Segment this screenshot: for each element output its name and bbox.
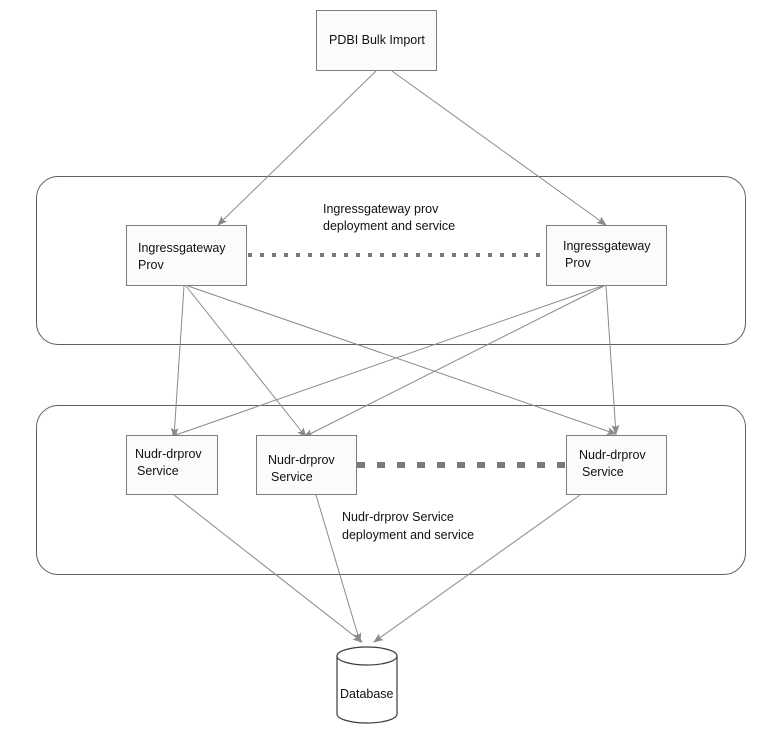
nudr-node-1-line2: Service [137, 464, 179, 478]
nudr-node-2-line2: Service [271, 470, 313, 484]
nudr-node-3-line2: Service [582, 465, 624, 479]
edge-bulk-to-ingress-1 [217, 70, 377, 226]
edge-ingress2-to-nudr1 [169, 285, 603, 438]
nudr-drprov-service-node-3: Nudr-drprov Service [566, 435, 667, 495]
edge-ingress2-to-nudr3 [605, 285, 620, 435]
edge-ingress1-to-nudr2 [185, 285, 307, 438]
database-cylinder [336, 646, 398, 724]
nudr-group-title-line2: deployment and service [342, 528, 475, 542]
ingressgateway-node-2-line2: Prov [565, 256, 591, 270]
nudr-drprov-service-node-1: Nudr-drprov Service [126, 435, 218, 495]
edge-nudr2-to-db [315, 494, 362, 643]
edge-ingress2-to-nudr2 [303, 285, 605, 438]
database-label: Database [340, 687, 394, 701]
pdbi-bulk-import-node: PDBI Bulk Import [316, 10, 437, 71]
nudr-group-title-line1: Nudr-drprov Service [342, 510, 454, 524]
ingressgateway-node-1-line1: Ingressgateway [138, 241, 226, 255]
ingressgateway-prov-node-1: Ingressgateway Prov [126, 225, 247, 286]
nudr-node-2-line1: Nudr-drprov [268, 453, 335, 467]
nudr-node-3-line1: Nudr-drprov [579, 448, 646, 462]
nudr-drprov-service-node-2: Nudr-drprov Service [256, 435, 357, 495]
edge-nudr3-to-db [373, 494, 581, 643]
edge-bulk-to-ingress-2 [391, 70, 607, 226]
ingressgateway-node-2-line1: Ingressgateway [563, 239, 651, 253]
ingressgateway-node-1-line2: Prov [138, 258, 164, 272]
edge-nudr1-to-db [173, 494, 363, 643]
edge-ingress1-to-nudr3 [187, 285, 617, 435]
ingress-group-title-line1: Ingressgateway prov [323, 202, 439, 216]
edge-ingress1-to-nudr1 [170, 285, 185, 438]
ingress-group-title-line2: deployment and service [323, 219, 456, 233]
pdbi-bulk-import-label: PDBI Bulk Import [329, 33, 425, 47]
ingressgateway-prov-node-2: Ingressgateway Prov [546, 225, 667, 286]
nudr-node-1-line1: Nudr-drprov [135, 447, 202, 461]
